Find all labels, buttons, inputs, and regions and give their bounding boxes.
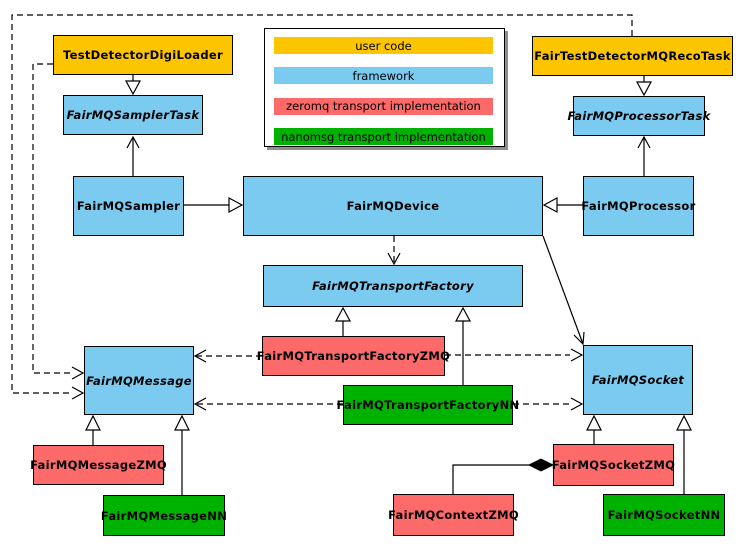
legend: user code framework zeromq transport imple… <box>264 28 505 147</box>
edge-inherit-socketnn-socket <box>676 414 692 494</box>
edge-inherit-messagenn-message <box>174 414 190 495</box>
node-fairtestdetectormqrecotask: FairTestDetectorMQRecoTask <box>532 36 733 76</box>
node-label: FairMQSocketZMQ <box>551 458 676 472</box>
node-label: FairMQMessageNN <box>100 508 228 523</box>
edge-dep-recotask-message <box>11 14 633 400</box>
node-label: FairMQDevice <box>346 199 440 213</box>
node-label: FairMQProcessorTask <box>567 109 711 123</box>
node-label: TestDetectorDigiLoader <box>63 48 223 62</box>
node-fairmqtransportfactory: FairMQTransportFactory <box>263 265 523 307</box>
node-label: FairMQSampler <box>76 199 181 213</box>
edge-inherit-sampler-device <box>184 196 244 214</box>
node-label: FairMQTransportFactoryNN <box>336 398 520 412</box>
edge-dep-digiloader-message <box>32 63 85 380</box>
edge-inherit-digiloader-samplertask <box>124 75 142 96</box>
node-label: FairMQProcessor <box>581 199 696 213</box>
node-label: FairMQTransportFactory <box>312 279 474 293</box>
node-fairmqtransportfactoryzmq: FairMQTransportFactoryZMQ <box>257 336 450 376</box>
legend-items: user code framework zeromq transport imple… <box>265 29 504 146</box>
legend-item: zeromq transport implementation <box>274 97 493 115</box>
legend-item: user code <box>274 37 493 54</box>
node-label: FairMQMessageZMQ <box>30 458 167 472</box>
edge-composition-socketzmq-contextzmq <box>452 458 555 494</box>
node-fairmqsamplertask: FairMQSamplerTask <box>63 95 203 135</box>
edge-inherit-processor-device <box>542 196 583 214</box>
edge-inherit-recotask-processortask <box>635 76 653 97</box>
node-label: FairMQContextZMQ <box>388 508 519 522</box>
node-fairmqsocketnn: FairMQSocketNN <box>603 494 725 536</box>
node-testdetectordigiloader: TestDetectorDigiLoader <box>53 35 233 75</box>
edge-inherit-factorynn-transportfactory <box>454 306 472 385</box>
edge-inherit-socketzmq-socket <box>586 414 602 444</box>
node-fairmqsocketzmq: FairMQSocketZMQ <box>551 444 676 486</box>
node-fairmqsampler: FairMQSampler <box>73 176 184 236</box>
edge-dep-factoryzmq-message <box>193 349 262 363</box>
node-fairmqmessagenn: FairMQMessageNN <box>100 495 228 536</box>
node-label: FairMQSamplerTask <box>66 108 200 122</box>
node-label: FairMQSocketNN <box>607 508 721 522</box>
node-label: FairMQSocket <box>591 373 685 387</box>
edge-dep-factoryzmq-socket <box>445 348 584 362</box>
edge-inherit-messagezmq-message <box>85 414 101 445</box>
node-fairmqmessage: FairMQMessage <box>84 346 194 415</box>
legend-item: nanomsg transport implementation <box>274 128 493 146</box>
edge-dep-factorynn-message <box>193 397 343 411</box>
node-fairmqprocessortask: FairMQProcessorTask <box>567 96 710 136</box>
edge-inherit-factoryzmq-transportfactory <box>334 306 352 336</box>
edge-assoc-processor-processortask <box>637 135 651 176</box>
node-fairmqmessagezmq: FairMQMessageZMQ <box>30 445 167 485</box>
node-fairmqdevice: FairMQDevice <box>243 176 543 236</box>
edge-assoc-device-socket <box>542 235 585 346</box>
node-fairmqcontextzmq: FairMQContextZMQ <box>388 494 519 536</box>
edge-assoc-sampler-samplertask <box>126 135 140 176</box>
node-label: FairTestDetectorMQRecoTask <box>534 49 731 63</box>
node-fairmqsocket: FairMQSocket <box>583 345 693 415</box>
node-fairmqtransportfactorynn: FairMQTransportFactoryNN <box>337 385 519 425</box>
node-fairmqprocessor: FairMQProcessor <box>581 176 696 236</box>
node-label: FairMQTransportFactoryZMQ <box>256 349 451 363</box>
edge-dep-factorynn-socket <box>513 397 584 411</box>
legend-item: framework <box>274 67 493 85</box>
edge-dep-device-transportfactory <box>387 236 401 266</box>
node-label: FairMQMessage <box>86 373 192 388</box>
